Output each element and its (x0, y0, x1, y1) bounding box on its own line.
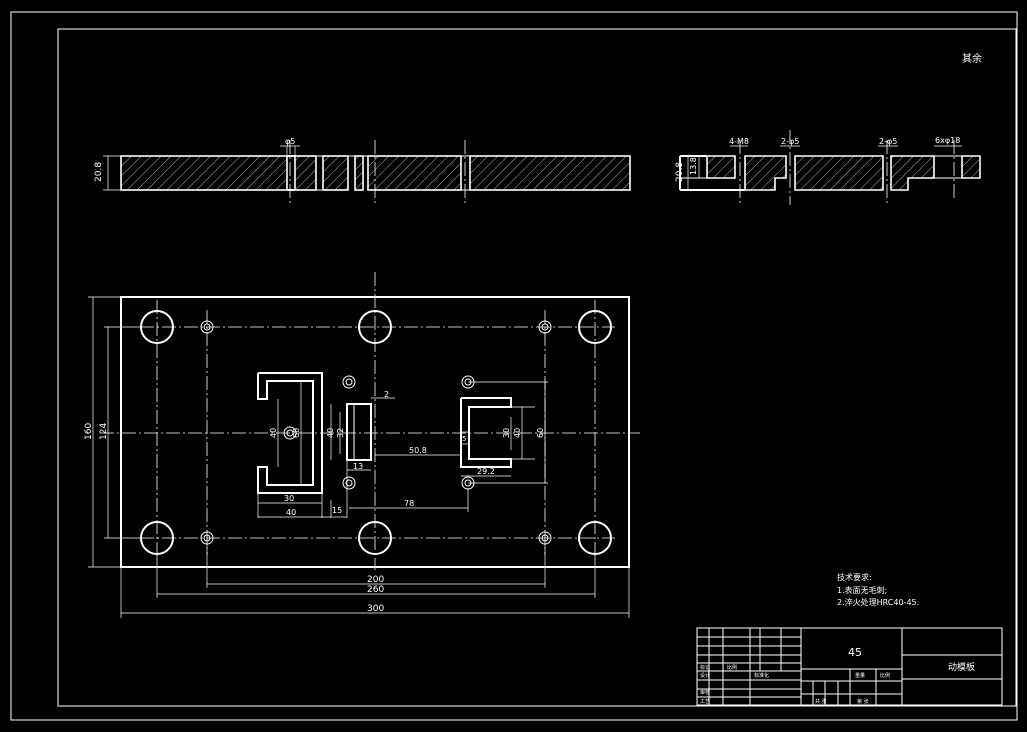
tb-scale: 比例 (880, 672, 890, 679)
front-hole-label: φ5 (285, 137, 295, 146)
dim-left-slot-outer: 60 (292, 428, 301, 438)
side-height-dim: 20.8 (675, 162, 685, 182)
tb-sheet: 共 张 (815, 698, 827, 705)
dim-block-width: 13 (353, 462, 363, 471)
tb-craft: 工艺 (700, 699, 710, 705)
side-section-view: 20.8 13.8 4-M8 2-φ5 2-φ5 6xφ18 (675, 130, 981, 205)
dim-right-slot-h1: 30 (502, 428, 511, 438)
dim-inner-height: 124 (99, 423, 109, 440)
tb-material: 45 (848, 646, 862, 659)
corner-note: 其余 (962, 52, 982, 65)
dim-left-slot-width: 30 (284, 494, 294, 503)
side-step-dim: 13.8 (689, 157, 698, 175)
side-label-phi5-b: 2-φ5 (879, 137, 897, 146)
front-section-view: 20.8 φ5 (94, 137, 631, 206)
tb-ratio-label: 比例 (727, 664, 737, 671)
dim-bolt-spacing: 260 (367, 585, 384, 595)
dim-left-slot-offset: 40 (286, 508, 296, 517)
title-block: 45 动模板 标记 比例 设计 标准化 审核 工艺 重量 比例 共 张 第 张 (696, 627, 1003, 706)
tb-design: 设计 (700, 672, 710, 679)
tb-part-name: 动模板 (948, 661, 975, 673)
tech-line-1: 1.表面无毛刺; (837, 585, 887, 595)
dim-right-slot-wall: 5 (462, 435, 466, 443)
dim-block-height-a: 40 (326, 428, 335, 438)
side-label-m8: 4-M8 (729, 137, 749, 146)
tech-heading: 技术要求: (837, 572, 872, 582)
tb-sheet2: 第 张 (857, 698, 869, 705)
dim-pin-spacing: 200 (367, 575, 384, 585)
dim-overall-width: 300 (367, 604, 384, 614)
plan-view: 300 260 200 160 124 40 60 30 40 15 (84, 272, 640, 618)
tech-requirements: 技术要求: 1.表面无毛刺; 2.淬火处理HRC40-45. (837, 572, 919, 607)
dim-wall: 2 (384, 390, 389, 399)
tb-check: 审核 (700, 689, 710, 696)
tech-line-2: 2.淬火处理HRC40-45. (837, 597, 919, 607)
dim-slot-pitch: 78 (404, 499, 414, 508)
dim-right-slot-h3: 60 (536, 428, 545, 438)
dim-block-height-b: 32 (336, 428, 345, 438)
tb-std: 标准化 (754, 672, 769, 679)
dim-right-slot-h2: 40 (513, 428, 522, 438)
dim-center-gap: 15 (332, 506, 342, 515)
plate-outline (120, 296, 630, 568)
dim-center-distance: 50.8 (409, 446, 427, 455)
outer-border (10, 11, 1018, 721)
tb-weight: 重量 (855, 672, 865, 679)
dim-right-slot-width: 29.2 (477, 467, 495, 476)
front-height-dim: 20.8 (94, 162, 104, 182)
inner-border (57, 28, 1017, 707)
side-label-phi5-a: 2-φ5 (781, 137, 799, 146)
tb-rev-label: 标记 (700, 664, 710, 671)
dim-left-slot-height: 40 (269, 428, 278, 438)
side-label-phi18: 6xφ18 (935, 136, 960, 145)
dim-overall-height: 160 (84, 423, 94, 440)
